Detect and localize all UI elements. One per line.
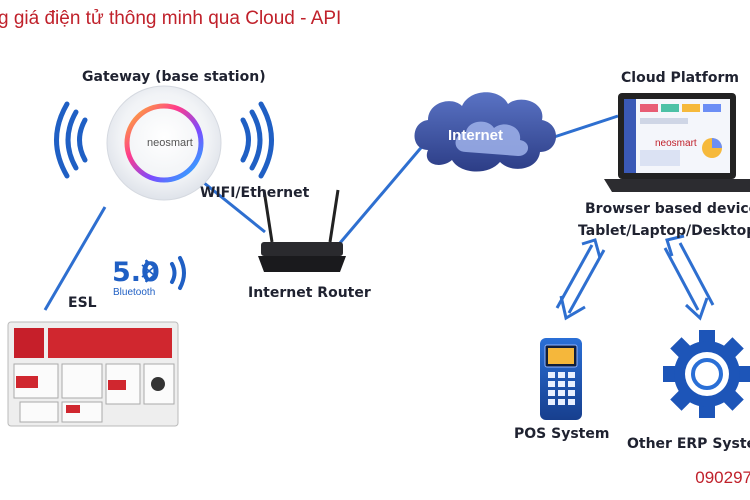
gateway-esl-link — [43, 206, 107, 311]
cloud-icon — [414, 92, 557, 172]
wifi-wave-icon — [54, 101, 274, 179]
gear-icon — [663, 330, 750, 418]
router-label: Internet Router — [248, 285, 371, 301]
gateway-brand: neosmart — [147, 137, 193, 149]
erp-label: Other ERP System — [627, 436, 750, 452]
bluetooth-icon — [141, 256, 186, 290]
connection-lines — [43, 114, 619, 311]
laptop-icon — [604, 93, 750, 192]
pos-label: POS System — [514, 426, 610, 442]
arrow-cloud-to-erp — [663, 234, 715, 321]
browser-device-label: Browser based device — [585, 201, 750, 217]
device-types-label: Tablet/Laptop/Desktop — [578, 223, 750, 239]
pos-terminal-icon — [540, 338, 582, 420]
gateway-label: Gateway (base station) — [82, 69, 266, 85]
router-internet-link — [338, 142, 427, 244]
bluetooth-text: Bluetooth — [113, 287, 156, 298]
router-icon — [258, 189, 346, 272]
internet-cloud-link — [544, 114, 619, 142]
wifi-label: WIFI/Ethernet — [200, 185, 310, 201]
hotline-number: 090297 — [695, 468, 750, 487]
arrow-cloud-to-pos — [555, 238, 606, 321]
sync-arrows — [555, 234, 715, 321]
cloud-platform-label: Cloud Platform — [621, 70, 739, 86]
page-title: g giá điện tử thông minh qua Cloud - API — [0, 8, 342, 29]
laptop-brand: neosmart — [655, 138, 697, 149]
gateway-device-icon — [106, 85, 222, 201]
esl-tags-icon — [7, 321, 179, 427]
bluetooth-version: 5.0 — [112, 257, 160, 288]
esl-label: ESL — [68, 295, 97, 311]
internet-label: Internet — [448, 127, 504, 144]
